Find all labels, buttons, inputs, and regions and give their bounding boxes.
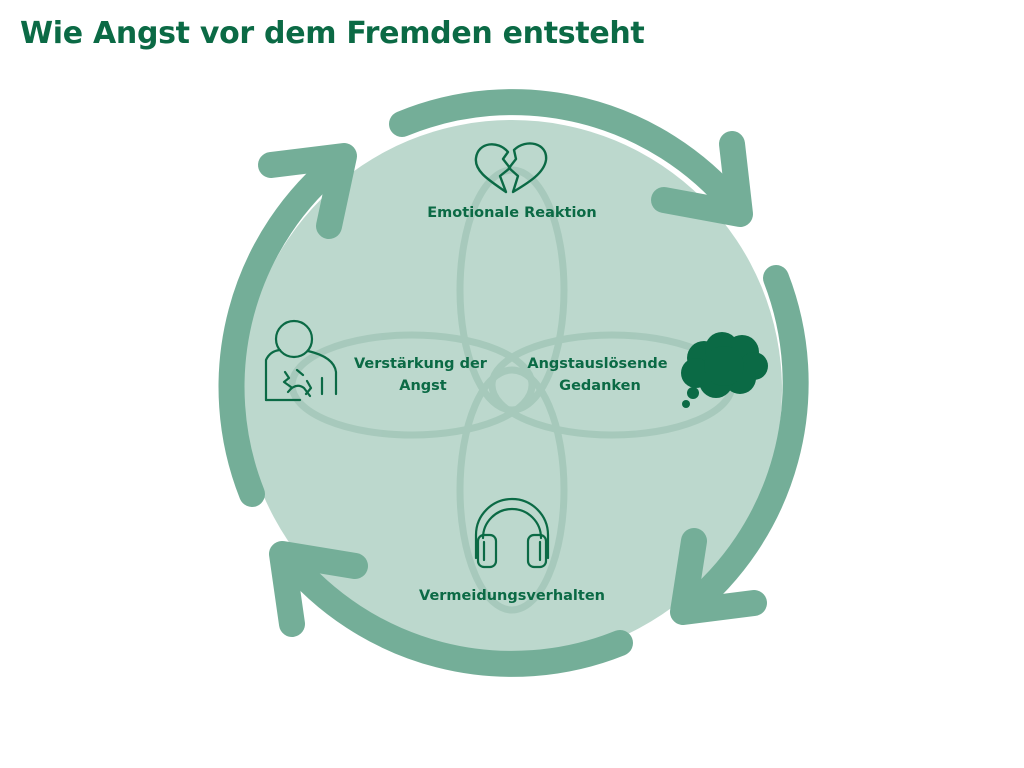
arrow-right-head [670,528,767,625]
stage-label-avoidance: Vermeidungsverhalten [419,588,605,604]
anxious-person-icon [264,319,338,402]
arrow-left-head [258,143,357,239]
arrow-left [218,147,354,507]
broken-heart-icon [474,142,548,194]
arrow-bottom-head [269,541,368,637]
stage-label-thoughts: Angstauslösende Gedanken [527,356,672,394]
arrow-right [673,265,809,623]
page-title: Wie Angst vor dem Fremden entsteht [20,16,645,51]
stage-label-reinforcement-line1: Verstärkung der [354,356,488,372]
stage-label-thoughts-line1: Angstauslösende [527,356,667,372]
stage-label-reinforcement: Verstärkung der Angst [354,356,492,394]
stage-label-thoughts-line2: Gedanken [559,378,641,394]
stage-label-emotional-line: Emotionale Reaktion [427,205,596,221]
headphones-icon [474,497,550,569]
thought-cloud-icon [681,332,768,408]
arrow-bottom [274,544,633,677]
stage-label-avoidance-line: Vermeidungsverhalten [419,588,605,604]
arrow-top-right-head [651,131,753,227]
stage-label-reinforcement-line2: Angst [399,378,447,394]
cycle-arrows [218,89,809,677]
cycle-background-circle [242,120,782,660]
arrow-top-right [389,89,748,219]
stage-label-emotional: Emotionale Reaktion [427,205,596,221]
